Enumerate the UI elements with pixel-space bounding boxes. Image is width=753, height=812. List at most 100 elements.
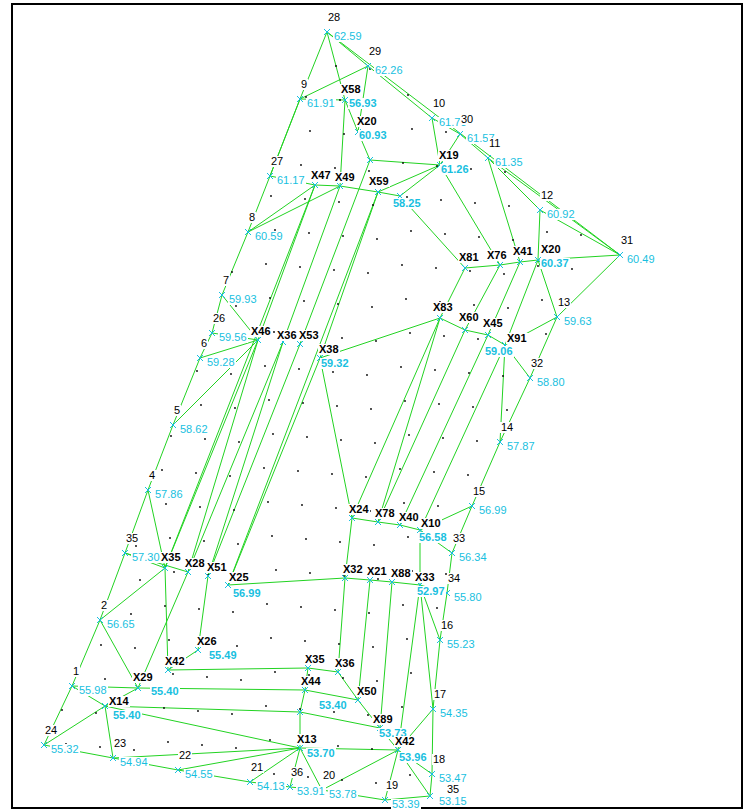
tin-edge [100,568,165,620]
grid-dot [308,232,310,234]
elevation-value: 54.55 [184,769,214,780]
point-number: 7 [222,275,230,286]
tin-edge [188,186,340,572]
point-number: X26 [196,636,218,647]
grid-dot [468,372,470,374]
point-marker [375,189,381,195]
grid-dot [263,467,265,469]
grid-dot [229,475,231,477]
point-number: X36 [334,658,356,669]
elevation-value: 62.59 [333,31,363,42]
grid-dot [473,304,475,306]
grid-dot [443,335,445,337]
point-number: 27 [270,156,284,167]
point-marker [485,332,491,338]
point-number: 32 [530,358,544,369]
point-number: 16 [440,620,454,631]
grid-dot [266,603,268,605]
elevation-value: 54.94 [119,757,149,768]
tin-edge [378,318,440,522]
grid-dot [445,131,447,133]
grid-dot [196,370,198,372]
tin-edge [138,572,188,688]
point-number: 5 [173,405,181,416]
elevation-value: 55.80 [453,592,483,603]
grid-dot [338,643,340,645]
elevation-value: 53.70 [306,748,336,759]
point-marker [367,577,373,583]
grid-dot [332,371,334,373]
grid-dot [507,307,509,309]
point-number: 12 [540,190,554,201]
point-number: 31 [620,235,634,246]
point-marker [429,771,435,777]
point-number: 21 [250,762,264,773]
tin-edge [188,340,258,572]
elevation-value: 60.37 [540,258,570,269]
point-number: 6 [200,338,208,349]
grid-dot [334,609,336,611]
grid-dot [512,239,514,241]
tin-edge [228,192,378,585]
point-number: X91 [506,333,528,344]
point-number: X60 [458,312,480,323]
point-number: X42 [164,656,186,667]
point-marker [517,259,523,265]
tin-edge [44,706,105,745]
grid-dot [265,705,267,707]
grid-dot [374,442,376,444]
point-number: 35 [125,533,139,544]
point-markers [41,29,623,803]
elevation-value: 55.98 [78,685,108,696]
tin-edge [208,160,370,576]
grid-dot [201,744,203,746]
tin-edge [378,265,500,522]
elevation-value: 56.99 [478,505,508,516]
grid-dot [399,468,401,470]
point-number: 29 [368,46,382,57]
point-number: X88 [390,568,412,579]
grid-dot [301,504,303,506]
point-marker [185,569,191,575]
point-number: X36 [276,330,298,341]
point-marker [437,315,443,321]
grid-dot [477,338,479,340]
point-marker [457,131,463,137]
grid-dot [268,399,270,401]
point-number: 20 [322,770,336,781]
elevation-value: 56.93 [348,98,378,109]
grid-dot [409,332,411,334]
point-marker [41,742,47,748]
tin-edge [168,668,308,670]
elevation-value: 59.63 [563,316,593,327]
point-number: 36 [290,767,304,778]
grid-dot [368,170,370,172]
grid-dot [233,509,235,511]
elevation-value: 53.96 [398,752,428,763]
tin-edge [398,750,430,796]
tin-edge [228,192,378,585]
point-number: X50 [356,686,378,697]
grid-dot [306,436,308,438]
grid-dot [203,540,205,542]
grid-dot [402,162,404,164]
grid-dot [164,605,166,607]
point-marker [245,229,251,235]
grid-dot [265,263,267,265]
point-marker [197,355,203,361]
grid-dot [375,782,377,784]
grid-dot [206,676,208,678]
grid-dot [580,234,582,236]
point-marker [247,779,253,785]
elevation-value: 55.32 [50,744,80,755]
grid-dot [470,168,472,170]
grid-dot [435,267,437,269]
grid-dot [341,779,343,781]
point-marker [449,550,455,556]
grid-dot [99,746,101,748]
elevation-value: 56.99 [232,588,262,599]
point-marker [255,337,261,343]
grid-dot [170,435,172,437]
elevation-value: 56.58 [418,532,448,543]
grid-dot [240,679,242,681]
